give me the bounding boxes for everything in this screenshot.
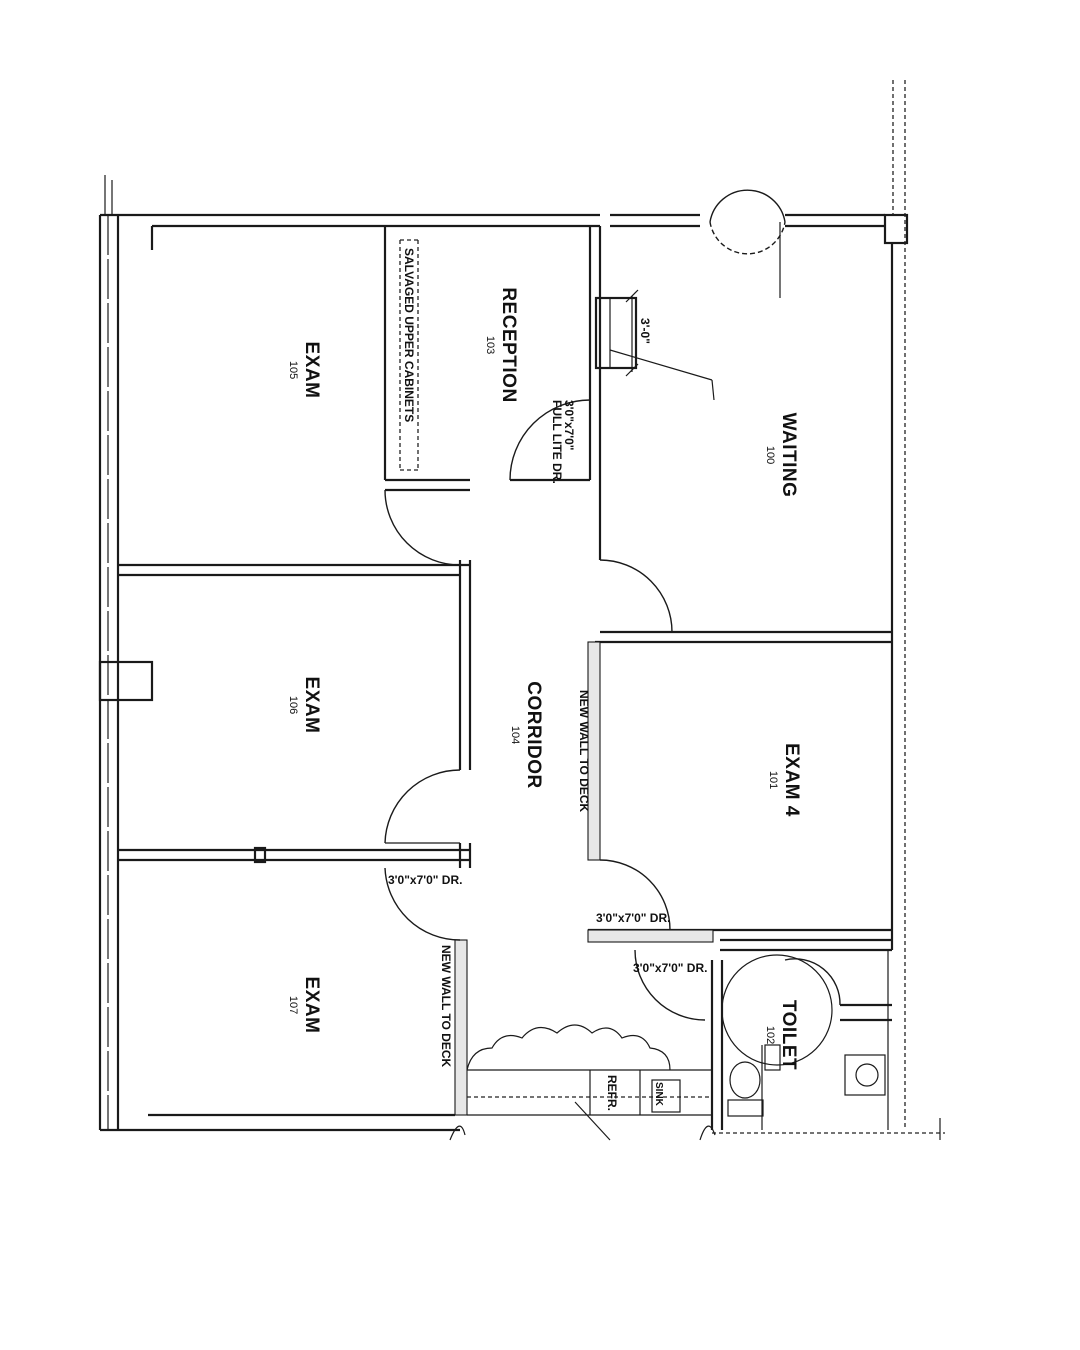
room-number-105: 105	[287, 361, 299, 379]
fixtures	[449, 1024, 886, 1141]
room-number-100: 100	[764, 446, 776, 464]
note-full-lite-door: FULL LITE DR.	[550, 400, 564, 484]
waiting-door-swing	[599, 559, 673, 633]
exam-105-door-swing	[384, 489, 461, 566]
room-name-reception: RECEPTION	[498, 287, 519, 402]
note-new-wall-lower: NEW WALL TO DECK	[439, 945, 453, 1068]
room-number-104: 104	[509, 726, 521, 744]
room-number-101: 101	[767, 771, 779, 789]
room-name-exam-106: EXAM	[301, 677, 322, 734]
note-refrigerator: REFR.	[605, 1075, 619, 1111]
room-number-106: 106	[287, 696, 299, 714]
revision-cloud	[466, 1024, 671, 1071]
doors	[384, 189, 841, 1066]
turning-circle	[721, 954, 833, 1066]
room-name-exam-4: EXAM 4	[781, 743, 802, 817]
room-name-toilet: TOILET	[778, 1000, 799, 1070]
room-name-exam-105: EXAM	[301, 342, 322, 399]
note-full-lite-size: 3'0"x7'0"	[562, 400, 576, 450]
note-salvaged-cabinets: SALVAGED UPPER CABINETS	[402, 248, 416, 422]
entry-door-swing	[709, 189, 786, 223]
lavatory-icon	[844, 1054, 886, 1096]
room-number-103: 103	[484, 336, 496, 354]
note-new-wall-upper: NEW WALL TO DECK	[577, 690, 591, 813]
plan-notes: SALVAGED UPPER CABINETS 3'0"x7'0" FULL L…	[388, 248, 707, 1111]
exam-106-door-swing	[384, 769, 461, 844]
room-number-107: 107	[287, 996, 299, 1014]
toilet-fixture-icon	[729, 1061, 761, 1099]
exam-107-door-swing	[384, 867, 461, 941]
note-dimension-3ft: 3'-0"	[638, 318, 652, 344]
room-name-corridor: CORRIDOR	[523, 681, 544, 788]
interior-walls	[118, 226, 892, 1141]
note-door-toilet: 3'0"x7'0" DR.	[633, 961, 707, 975]
exam-4-door-swing	[599, 859, 671, 931]
room-number-102: 102	[764, 1026, 776, 1044]
note-door-exam4: 3'0"x7'0" DR.	[596, 911, 670, 925]
reception-door-swing	[509, 399, 591, 481]
note-door-exam: 3'0"x7'0" DR.	[388, 873, 462, 887]
room-name-waiting: WAITING	[778, 413, 799, 498]
note-sink: SINK	[653, 1082, 664, 1107]
toilet-door-swing	[634, 949, 706, 1021]
exterior-walls	[98, 80, 945, 1140]
room-labels: EXAM 105 RECEPTION 103 WAITING 100 EXAM …	[287, 287, 802, 1070]
room-name-exam-107: EXAM	[301, 977, 322, 1034]
